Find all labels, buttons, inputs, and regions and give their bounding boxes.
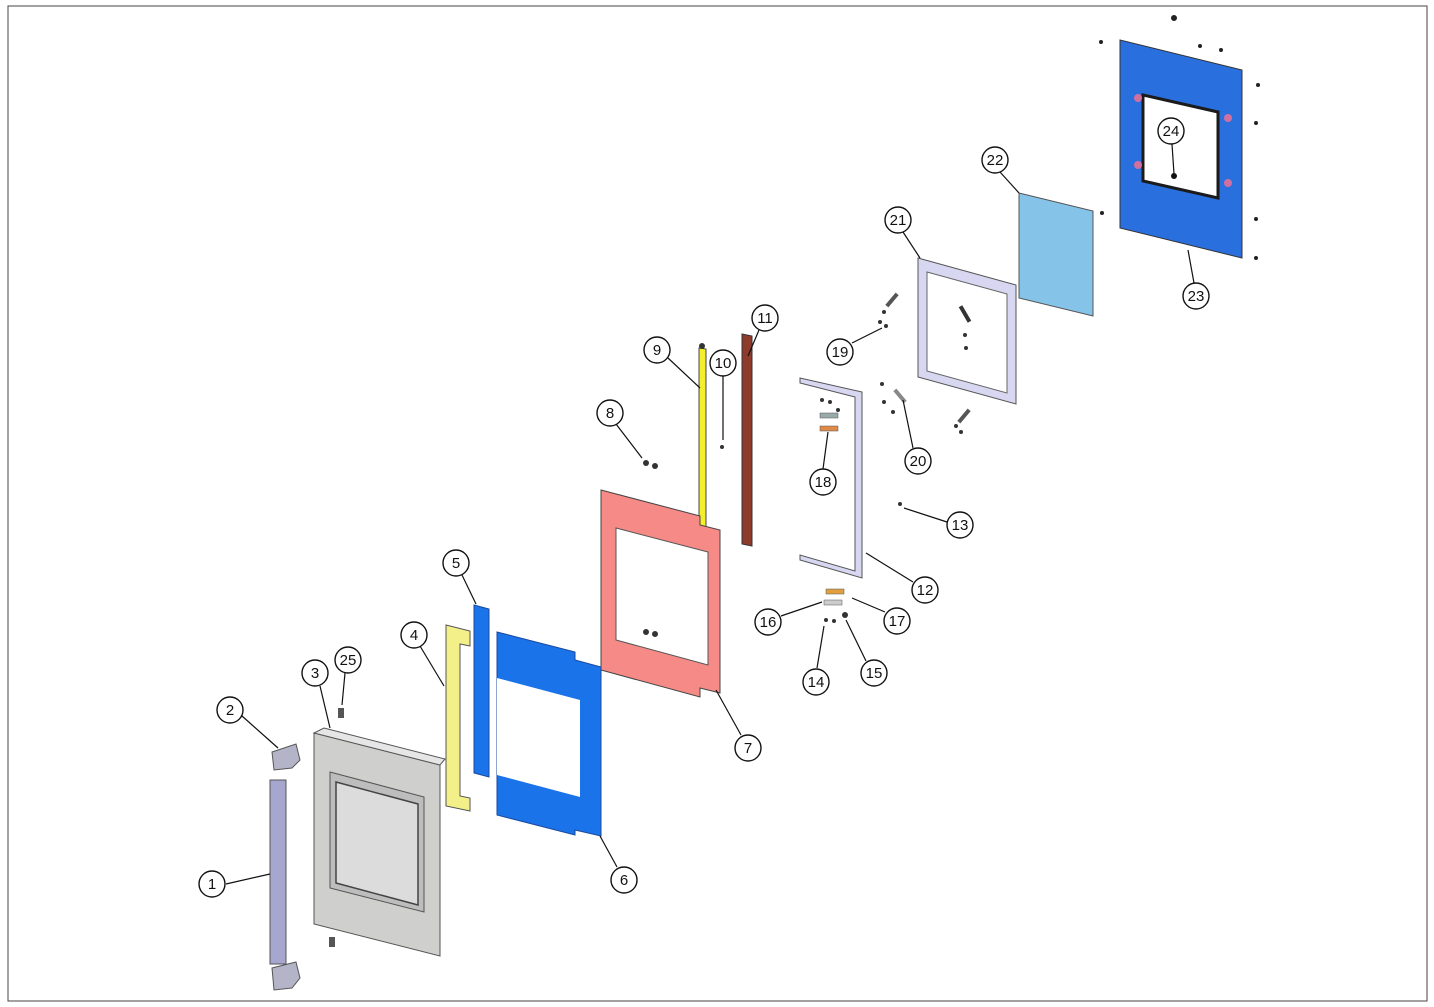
callout-1: 1 (198, 870, 271, 898)
callout-label: 22 (987, 152, 1004, 169)
callout-label: 14 (808, 674, 825, 691)
callout-label: 9 (653, 342, 661, 359)
callout-label: 8 (606, 405, 614, 422)
callout-label: 3 (311, 665, 319, 682)
callout-label: 10 (715, 355, 732, 372)
part-outer-door (312, 708, 446, 957)
callout-20: 20 (902, 399, 932, 475)
callout-label: 11 (757, 310, 773, 327)
callout-17: 17 (851, 597, 911, 635)
callout-13: 13 (903, 507, 974, 539)
callout-12: 12 (865, 552, 939, 604)
callout-23: 23 (1182, 249, 1210, 310)
part-screws-8 (643, 460, 658, 469)
callout-19: 19 (826, 327, 883, 366)
callout-10: 10 (709, 349, 737, 440)
part-blue-strip (473, 604, 490, 778)
callout-3: 3 (301, 659, 331, 729)
callout-7: 7 (715, 689, 762, 762)
callout-label: 20 (910, 453, 927, 470)
callout-18: 18 (809, 431, 837, 496)
callout-16: 16 (754, 601, 823, 636)
part-handle (269, 743, 301, 991)
callout-11: 11 (747, 304, 779, 357)
callout-label: 25 (340, 652, 357, 669)
callout-24: 24 (1157, 117, 1185, 179)
part-clips (878, 292, 971, 434)
callout-label: 2 (226, 702, 234, 719)
callout-label: 18 (815, 474, 832, 491)
callout-15: 15 (845, 619, 888, 687)
part-gasket (496, 631, 602, 837)
part-inner-panel (600, 489, 721, 698)
callout-14: 14 (802, 625, 830, 696)
part-back-panel (1099, 15, 1260, 260)
callout-label: 23 (1188, 288, 1205, 305)
callout-label: 13 (952, 517, 969, 534)
callout-label: 12 (917, 582, 934, 599)
callout-22: 22 (981, 146, 1020, 194)
callout-label: 15 (866, 665, 883, 682)
callout-5: 5 (442, 549, 477, 605)
callout-label: 16 (760, 614, 777, 631)
callout-label: 4 (410, 627, 418, 644)
callout-9: 9 (643, 336, 701, 389)
callout-label: 19 (832, 344, 849, 361)
callout-4: 4 (400, 621, 445, 687)
part-hinge-hardware (823, 588, 848, 623)
part-c-channel (799, 377, 902, 579)
callout-label: 21 (890, 212, 907, 229)
callout-6: 6 (599, 835, 638, 894)
callout-8: 8 (596, 399, 643, 459)
callout-21: 21 (884, 206, 921, 259)
callout-label: 1 (208, 876, 216, 893)
part-inner-frame (917, 257, 1017, 405)
callout-label: 17 (889, 613, 906, 630)
callout-label: 5 (452, 555, 460, 572)
part-dark-rail (741, 333, 753, 547)
callout-2: 2 (216, 696, 279, 749)
callout-label: 7 (744, 740, 752, 757)
callout-label: 24 (1163, 123, 1180, 140)
diagram-border (7, 5, 1428, 1002)
callout-label: 6 (620, 872, 628, 889)
part-glass (1018, 192, 1094, 317)
part-yellow-strip (445, 624, 471, 812)
callout-25: 25 (334, 646, 362, 706)
